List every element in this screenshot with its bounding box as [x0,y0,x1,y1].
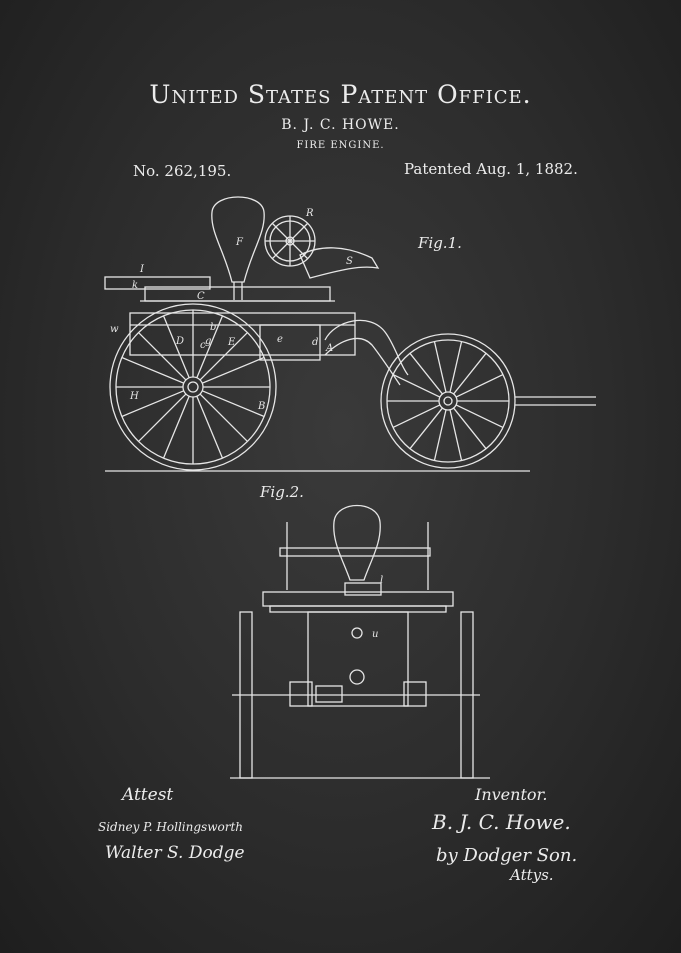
wheel-spoke [449,409,463,461]
wheel-spoke [455,404,504,429]
wheel-spoke [453,352,487,395]
wheel-spoke [392,404,441,429]
wheel-spoke [162,315,190,379]
reference-letter: c [200,340,206,351]
figure-2-label: Fig.2. [260,483,304,501]
reference-letter: C [197,291,205,302]
attorney-title: Attys. [510,866,554,884]
reference-letter: A [325,343,333,354]
wheel-spoke [453,407,487,450]
wheel-spoke [196,395,224,459]
invention-title: FIRE ENGINE. [296,140,385,151]
reference-letter: e [277,334,283,345]
attest-label: Attest [122,785,174,805]
reference-letter: I [139,264,145,275]
wheel-spoke [201,356,265,384]
attorney-signature: by Dodger Son. [436,845,578,866]
reference-letter: F [235,237,244,248]
reference-letter: l [380,575,383,586]
wheel-spoke [409,407,443,450]
patent-number: No. 262,195. [133,162,232,180]
wheel-spoke [138,332,187,381]
figure-1-label: Fig.1. [418,234,462,252]
wheel-spoke [199,332,248,381]
witness-signature-1: Sidney P. Hollingsworth [98,820,243,834]
inventor-name: B. J. C. HOWE. [281,117,400,133]
reference-letter: E [227,337,236,348]
reference-letter: B [257,401,265,412]
patent-office-title: United States Patent Office. [149,80,532,109]
reference-letter: S [346,256,353,267]
reference-letter: H [129,391,139,402]
reference-letter: u [372,629,378,640]
witness-signature-2: Walter S. Dodge [105,843,245,863]
wheel-spoke [162,395,190,459]
reference-letter: w [110,324,119,335]
reference-letter: k [132,280,138,291]
wheel-spoke [138,393,187,442]
inventor-signature: B. J. C. Howe. [432,810,571,834]
reference-letter: D [175,336,184,347]
wheel-spoke [409,352,443,395]
reference-letter: d [312,337,318,348]
wheel-spoke [201,390,265,418]
reference-letter: g [205,336,211,347]
wheel-spoke [455,373,504,398]
wheel-spoke [121,356,185,384]
wheel-spoke [121,390,185,418]
reference-letter: b [210,322,216,333]
wheel-spoke [196,315,224,379]
patent-date: Patented Aug. 1, 1882. [404,160,578,178]
wheel-spoke [199,393,248,442]
wheel-spoke [392,373,441,398]
wheel-spoke [433,409,447,461]
reference-letter: R [305,208,314,219]
inventor-label: Inventor. [475,785,548,804]
wheel-spoke [433,341,447,393]
wheel-spoke [449,341,463,393]
